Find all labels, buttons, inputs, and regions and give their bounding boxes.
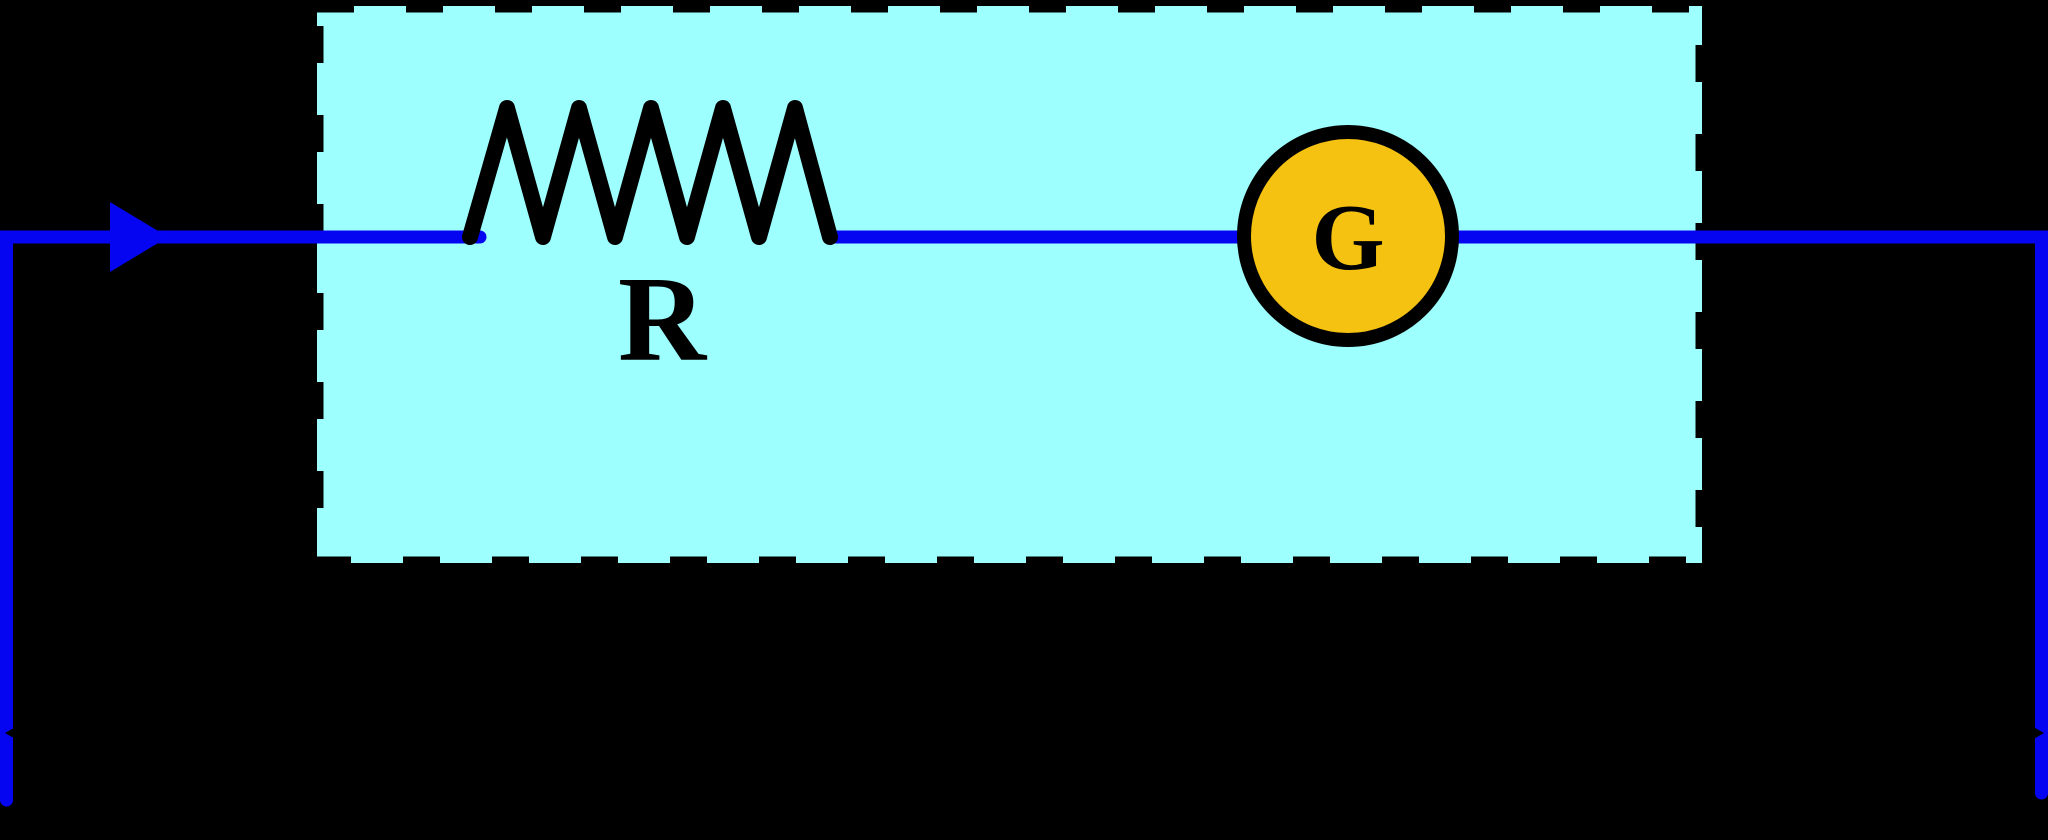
galvanometer-symbol (1237, 125, 1459, 347)
highlight-box (310, 0, 1709, 570)
resistor-symbol (462, 100, 838, 245)
left-wire-notch-arrow-icon (5, 725, 19, 741)
galvanometer-label: G (1311, 186, 1384, 290)
wire-right-segment (823, 230, 2048, 800)
current-arrow-icon (110, 202, 168, 272)
wire-left-segment (0, 230, 487, 807)
right-wire-notch-arrow-icon (2030, 725, 2044, 741)
resistor-label: R (618, 252, 708, 387)
